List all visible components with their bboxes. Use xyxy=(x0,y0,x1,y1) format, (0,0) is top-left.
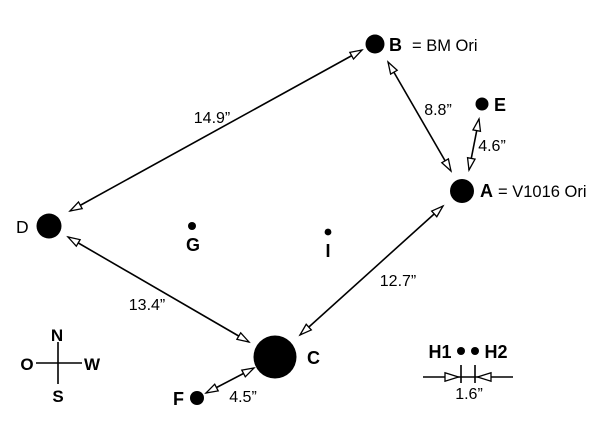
star-b-designation: = BM Ori xyxy=(412,37,478,55)
star-e xyxy=(475,97,489,111)
star-f-label: F xyxy=(173,389,184,409)
compass-east-label: O xyxy=(20,355,33,374)
scale-bar-arrow-left xyxy=(444,371,461,383)
separation-label-f-c: 4.5” xyxy=(229,389,257,406)
separation-arrow-b-a xyxy=(386,60,453,173)
star-f xyxy=(190,391,204,405)
scale-bar-value: 1.6” xyxy=(455,386,483,403)
star-e-label: E xyxy=(494,95,506,115)
compass-rose: N O W S xyxy=(20,326,101,406)
separation-label-b-a: 8.8” xyxy=(424,102,452,119)
star-a-label: A xyxy=(480,181,493,201)
scale-bar-arrow-right xyxy=(475,371,492,383)
compass-north-label: N xyxy=(51,326,63,345)
compass-west-label: W xyxy=(84,355,101,374)
star-d-label: D xyxy=(16,217,29,237)
star-b xyxy=(365,34,385,54)
separation-arrow-d-b xyxy=(68,48,364,213)
separation-label-d-c: 13.4” xyxy=(129,297,165,314)
star-g-label: G xyxy=(186,235,200,255)
star-i xyxy=(324,228,332,236)
compass-south-label: S xyxy=(52,387,63,406)
star-a xyxy=(450,179,474,203)
star-h1 xyxy=(457,347,465,355)
star-h2 xyxy=(471,347,479,355)
separation-arrow-d-c xyxy=(66,235,251,344)
star-i-label: I xyxy=(325,241,330,261)
star-c xyxy=(253,335,297,379)
separation-arrow-f-c xyxy=(204,367,256,394)
separation-arrows xyxy=(66,48,482,394)
separation-labels: 14.9” 13.4” 12.7” 8.8” 4.6” 4.5” xyxy=(129,102,506,406)
star-b-label: B xyxy=(389,35,402,55)
star-h2-label: H2 xyxy=(484,342,507,362)
separation-arrow-c-a xyxy=(298,204,445,337)
star-h1-label: H1 xyxy=(428,342,451,362)
star-c-label: C xyxy=(307,348,320,368)
star-labels: B = BM Ori E A = V1016 Ori D G I C F H1 … xyxy=(16,35,587,409)
star-g xyxy=(188,222,196,230)
scale-bar: 1.6” xyxy=(423,365,513,403)
separation-label-d-b: 14.9” xyxy=(194,110,230,127)
separation-label-a-e: 4.6” xyxy=(478,138,506,155)
star-a-designation: = V1016 Ori xyxy=(498,183,587,201)
separation-label-c-a: 12.7” xyxy=(380,273,416,290)
star-d xyxy=(36,213,62,239)
stars xyxy=(36,34,489,405)
separation-arrow-a-e xyxy=(466,116,482,173)
